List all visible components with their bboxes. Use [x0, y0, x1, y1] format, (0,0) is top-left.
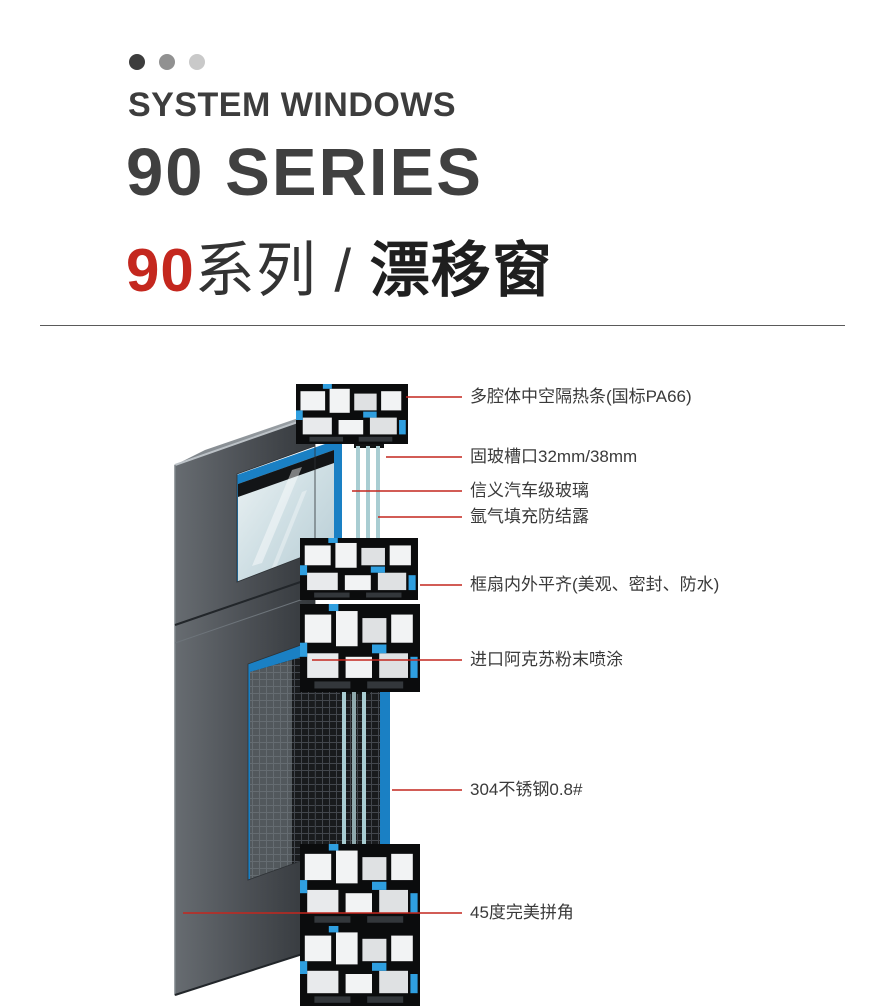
callout-lines	[183, 396, 462, 914]
brand-dots	[129, 54, 205, 70]
series-title-cn: 90系列 / 漂移窗	[126, 222, 553, 309]
dot-icon	[189, 54, 205, 70]
callout-label: 框扇内外平齐(美观、密封、防水)	[470, 575, 720, 594]
series-separator: /	[316, 237, 370, 304]
callout-label: 进口阿克苏粉末喷涂	[470, 650, 623, 669]
frame-front-face	[174, 415, 316, 996]
series-label: 系列	[194, 237, 317, 304]
subtitle-en: SYSTEM WINDOWS	[128, 86, 457, 124]
callout-label: 304不锈钢0.8#	[470, 780, 583, 799]
callout-label: 多腔体中空隔热条(国标PA66)	[470, 387, 692, 406]
series-product-name: 漂移窗	[369, 237, 553, 304]
callout-label: 氩气填充防结露	[470, 507, 589, 526]
glass-edge-upper	[354, 440, 384, 554]
series-number: 90	[126, 237, 195, 304]
series-title-en: 90 SERIES	[126, 135, 483, 210]
dot-icon	[159, 54, 175, 70]
callout-label: 45度完美拼角	[470, 903, 574, 922]
dot-icon	[129, 54, 145, 70]
callout-label: 固玻槽口32mm/38mm	[470, 447, 638, 466]
glass-edge-lower	[340, 686, 370, 852]
callout-label: 信义汽车级玻璃	[470, 481, 589, 500]
divider	[40, 325, 845, 326]
